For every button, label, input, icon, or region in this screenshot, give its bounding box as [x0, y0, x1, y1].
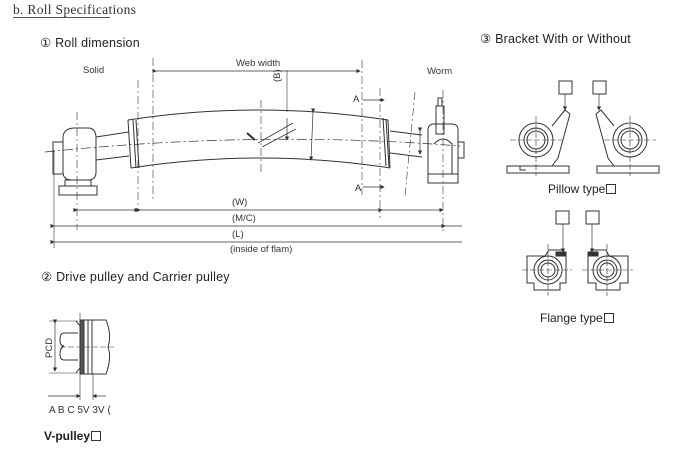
pulley-types-label: A B C 5V 3V (	[49, 405, 111, 416]
page-heading: b. Roll Specifications	[13, 2, 137, 17]
flange-type-label: Flange type	[540, 311, 603, 325]
flange-type-option[interactable]: Flange type	[540, 311, 614, 325]
worm-end-housing	[427, 97, 465, 184]
flange-type-checkbox[interactable]	[603, 313, 614, 323]
mc-label: (M/C)	[232, 213, 256, 224]
pillow-type-label: Pillow type	[548, 182, 606, 196]
l-label: (L)	[232, 229, 244, 240]
v-pulley-label: V-pulley	[44, 429, 91, 443]
heading-underline	[13, 17, 110, 18]
flange-bracket-right	[582, 210, 633, 296]
flange-bracket-left	[522, 210, 572, 296]
solid-end-housing	[52, 127, 130, 196]
pillow-bracket-right	[592, 80, 660, 176]
worm-label: Worm	[427, 66, 453, 77]
reference-lines	[76, 58, 444, 232]
a-bottom-label: A	[355, 183, 362, 194]
v-pulley-checkbox[interactable]	[91, 431, 102, 441]
roll-centerline	[44, 138, 461, 153]
pulley-title: ② Drive pulley and Carrier pulley	[41, 270, 230, 284]
web-width-label: Web width	[236, 58, 281, 69]
v-pulley-drawing	[48, 313, 116, 400]
pillow-type-option[interactable]: Pillow type	[548, 182, 617, 196]
v-pulley-option[interactable]: V-pulley	[44, 429, 102, 443]
pillow-bracket-left	[506, 80, 573, 176]
w-label: (W)	[232, 197, 248, 208]
pillow-type-checkbox[interactable]	[606, 184, 617, 194]
a-top-label: A	[353, 94, 360, 105]
dimension-lines	[50, 150, 462, 248]
solid-label: Solid	[83, 65, 105, 76]
roll-dimension-title: ① Roll dimension	[40, 36, 140, 50]
bracket-title: ③ Bracket With or Without	[480, 32, 631, 46]
roll-body	[127, 109, 423, 169]
inside-of-flam-label: (inside of flam)	[230, 244, 293, 255]
